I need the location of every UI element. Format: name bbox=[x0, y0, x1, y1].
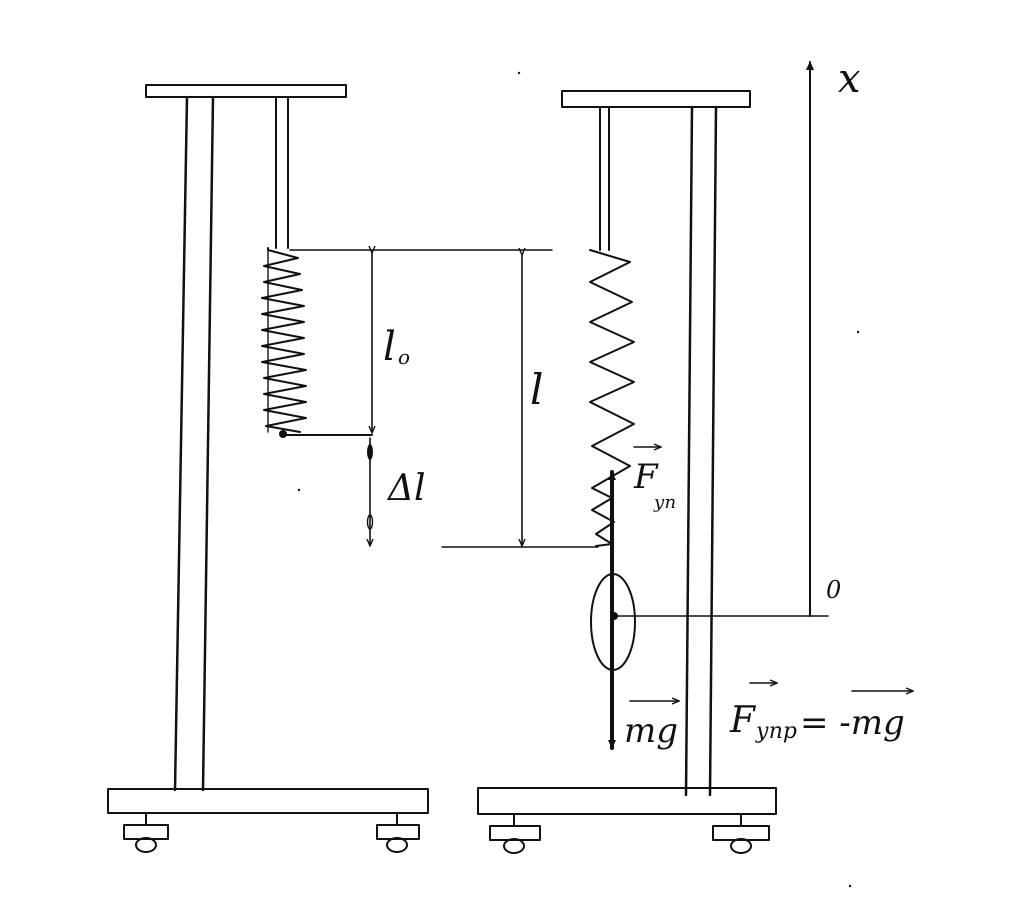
right-stand bbox=[477, 90, 829, 854]
speck bbox=[848, 884, 852, 888]
left-pole-b bbox=[201, 95, 215, 792]
l-label: l bbox=[530, 365, 543, 414]
svg-text:l: l bbox=[383, 324, 396, 370]
equation-label: F упр = -mg bbox=[729, 683, 912, 744]
svg-text:mg: mg bbox=[624, 711, 678, 751]
left-wheel-2 bbox=[376, 812, 420, 853]
right-top-plate bbox=[561, 90, 751, 108]
left-pole-a bbox=[173, 95, 189, 792]
svg-text:F: F bbox=[729, 700, 757, 741]
dimension-lines bbox=[289, 250, 599, 548]
speck bbox=[297, 488, 301, 492]
svg-text:F: F bbox=[633, 457, 659, 497]
origin-label: 0 bbox=[826, 576, 841, 604]
delta-l-mark-1 bbox=[367, 444, 373, 460]
right-wheel-1 bbox=[489, 813, 541, 854]
delta-l-mark-2 bbox=[366, 514, 374, 530]
left-base-plate bbox=[107, 788, 429, 814]
gravity-label: mg bbox=[624, 701, 678, 751]
speck bbox=[517, 71, 521, 75]
x-axis: x 0 bbox=[806, 56, 861, 617]
svg-text:= -mg: = -mg bbox=[800, 703, 905, 743]
right-pole-a bbox=[684, 105, 694, 797]
l0-label: l o bbox=[383, 324, 410, 370]
left-top-plate bbox=[145, 84, 347, 98]
right-base-plate bbox=[477, 787, 777, 815]
left-stand bbox=[107, 84, 429, 853]
right-pole-b bbox=[708, 105, 718, 797]
x-axis-label: x bbox=[838, 56, 861, 102]
speck bbox=[856, 330, 860, 334]
delta-l-label: Δl bbox=[386, 468, 426, 509]
svg-text:уп: уп bbox=[653, 492, 676, 513]
left-wheel-1 bbox=[123, 812, 169, 853]
left-spring bbox=[261, 249, 307, 433]
elastic-force-label: F уп bbox=[633, 447, 676, 513]
right-wheel-2 bbox=[712, 813, 770, 854]
svg-text:упр: упр bbox=[755, 719, 797, 744]
svg-text:o: o bbox=[398, 345, 410, 369]
